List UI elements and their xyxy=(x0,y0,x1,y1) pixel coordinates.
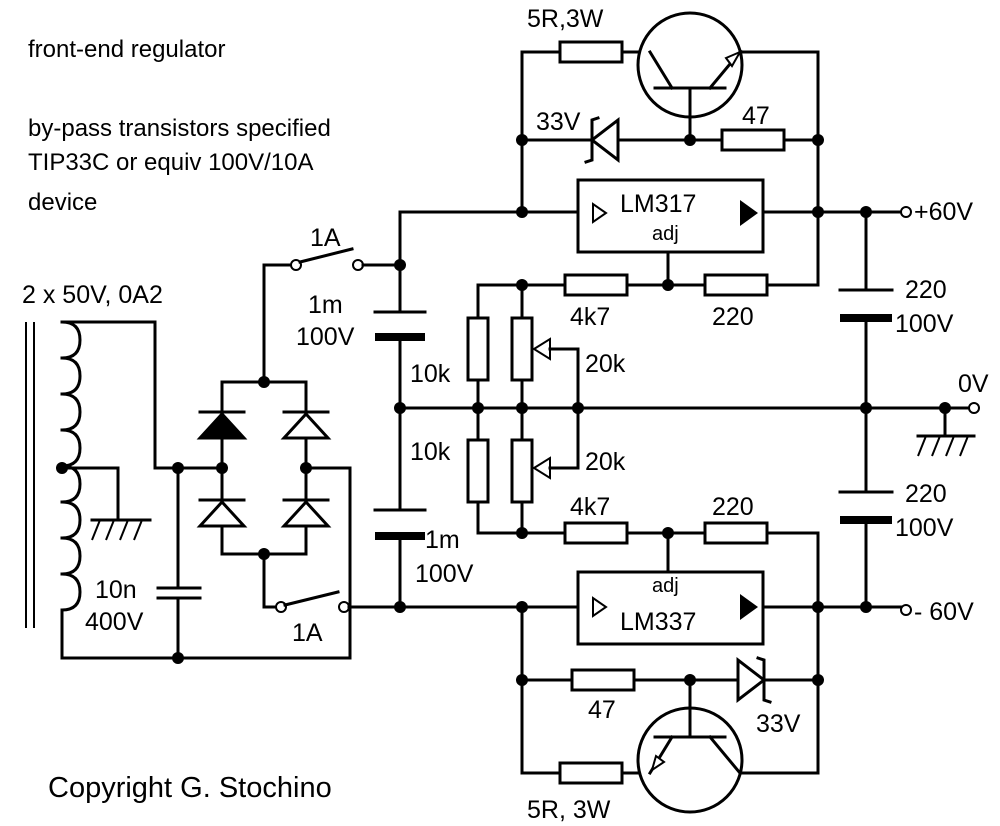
resistor-220-negative xyxy=(703,521,769,545)
resistor-4k7-positive-label: 4k7 xyxy=(570,303,610,331)
regulator-negative-adj: adj xyxy=(652,575,679,597)
resistor-5r-positive-label: 5R,3W xyxy=(527,5,604,33)
resistor-47-negative xyxy=(570,668,636,692)
resistor-4k7-negative xyxy=(563,521,629,545)
output-ground-label: 0V xyxy=(958,370,989,398)
regulator-lm317: LM317 adj xyxy=(576,178,765,254)
diode-icon xyxy=(280,410,332,440)
resistor-47-positive xyxy=(720,128,786,152)
reservoir-cap-bottom-value: 1m xyxy=(425,526,460,554)
fuse-top-label: 1A xyxy=(310,224,341,252)
output-cap-positive-voltage: 100V xyxy=(895,310,954,338)
transistor-tip33c-negative-icon xyxy=(636,678,744,814)
reservoir-cap-top-voltage: 100V xyxy=(296,323,355,351)
reservoir-cap-top-value: 1m xyxy=(308,291,343,319)
note-line-1: by-pass transistors specified xyxy=(28,115,331,142)
ground-icon xyxy=(916,434,976,457)
ground-icon xyxy=(90,518,152,541)
output-negative-terminal xyxy=(900,604,912,616)
regulator-lm337: LM337 adj xyxy=(576,570,765,646)
output-cap-negative-voltage: 100V xyxy=(895,514,954,542)
resistor-10k-negative xyxy=(466,438,490,504)
snubber-capacitor: 10n 400V xyxy=(85,576,144,636)
output-positive-label: +60V xyxy=(914,198,973,226)
fuse-bottom-icon xyxy=(275,590,350,613)
resistor-10k-negative-label: 10k xyxy=(410,438,451,466)
resistor-4k7-positive xyxy=(563,273,629,297)
output-negative-label: - 60V xyxy=(914,598,974,626)
resistor-5r-negative-label: 5R, 3W xyxy=(527,796,611,824)
resistor-220-positive xyxy=(703,273,769,297)
fuse-top-icon xyxy=(290,247,364,271)
output-ground-terminal xyxy=(968,402,980,414)
fuse-bottom-label: 1A xyxy=(292,619,323,647)
regulator-positive-adj: adj xyxy=(652,223,679,245)
zener-33v-positive-label: 33V xyxy=(536,108,581,136)
resistor-10k-positive xyxy=(466,316,490,382)
trimmer-20k-positive-label: 20k xyxy=(585,350,626,378)
resistor-5r-negative xyxy=(558,761,624,785)
bridge-rectifier xyxy=(176,380,352,556)
diode-icon xyxy=(196,410,248,440)
diode-icon xyxy=(196,498,248,528)
resistor-220-positive-label: 220 xyxy=(712,303,754,331)
resistor-220-negative-label: 220 xyxy=(712,493,754,521)
regulator-positive-name: LM317 xyxy=(620,190,696,218)
note-line-2: TIP33C or equiv 100V/10A xyxy=(28,149,314,176)
resistor-47-positive-label: 47 xyxy=(742,102,770,130)
resistor-47-negative-label: 47 xyxy=(588,696,616,724)
zener-33v-negative-label: 33V xyxy=(756,710,801,738)
trimmer-20k-negative-label: 20k xyxy=(585,448,626,476)
resistor-4k7-negative-label: 4k7 xyxy=(570,493,610,521)
trimmer-20k-negative xyxy=(510,438,534,504)
transformer-core-icon xyxy=(25,322,35,628)
regulator-negative-name: LM337 xyxy=(620,608,696,636)
resistor-5r-positive xyxy=(558,40,624,64)
reservoir-cap-bottom-voltage: 100V xyxy=(415,560,474,588)
diagram-title: front-end regulator xyxy=(28,36,225,63)
snubber-cap-voltage: 400V xyxy=(85,608,144,636)
output-cap-positive-value: 220 xyxy=(905,276,947,304)
transformer-secondary-winding-icon xyxy=(60,320,82,612)
zener-33v-positive-icon xyxy=(584,116,620,164)
junction-dots xyxy=(56,134,951,686)
trimmer-20k-positive xyxy=(510,316,534,382)
transformer-label: 2 x 50V, 0A2 xyxy=(22,281,163,309)
output-cap-negative-value: 220 xyxy=(905,480,947,508)
snubber-cap-value: 10n xyxy=(95,576,137,604)
output-positive-terminal xyxy=(900,206,912,218)
reservoir-cap-top: 1m 100V xyxy=(296,291,355,351)
note-line-3: device xyxy=(28,189,97,216)
reservoir-cap-bottom: 1m 100V xyxy=(415,526,474,588)
diode-icon xyxy=(280,498,332,528)
resistor-10k-positive-label: 10k xyxy=(410,360,451,388)
transistor-tip33c-positive-icon xyxy=(636,11,744,142)
copyright-text: Copyright G. Stochino xyxy=(48,772,332,804)
